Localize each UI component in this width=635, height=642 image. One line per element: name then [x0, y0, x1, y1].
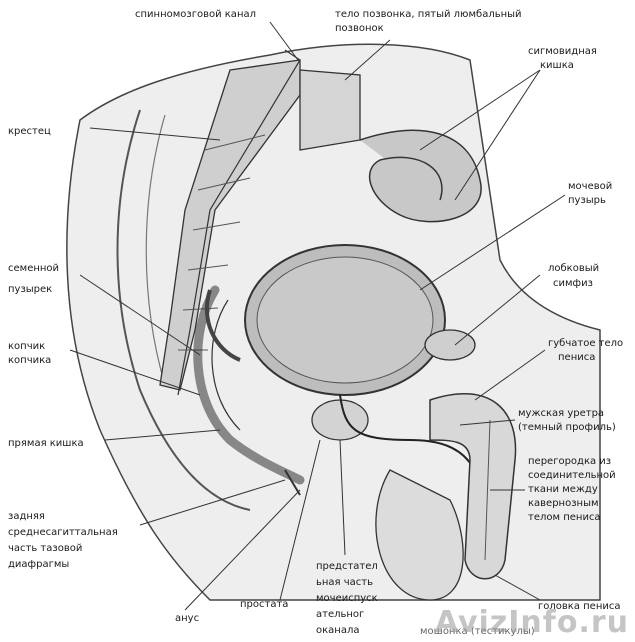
bladder-inner	[257, 257, 433, 383]
watermark: AvizInfo.ru	[435, 605, 629, 640]
label-diaphragm-line-1: задняя	[8, 510, 45, 523]
label-septum-line-4: кавернозным	[528, 497, 599, 510]
label-coccyx-line-1: копчик	[8, 340, 45, 353]
label-septum-line-3: ткани между	[528, 483, 598, 496]
vertebra-body	[300, 70, 360, 150]
label-bladder-line-1: мочевой	[568, 180, 612, 193]
label-sigmoid-line-2: кишка	[540, 59, 574, 72]
label-diaphragm-line-2: среднесагиттальная	[8, 526, 118, 539]
label-prostatic-line-4: ательног	[316, 608, 364, 621]
label-prostatic-line-3: мочеиспуск	[316, 592, 378, 605]
label-spinal-canal: спинномозговой канал	[135, 8, 256, 21]
label-sacrum: крестец	[8, 125, 51, 138]
label-spongy-line-2: пениса	[558, 351, 595, 364]
label-prostate: простата	[240, 598, 288, 611]
label-prostatic-line-5: оканала	[316, 624, 359, 637]
prostate	[312, 400, 368, 440]
label-diaphragm-line-4: диафрагмы	[8, 558, 69, 571]
label-spongy-line-1: губчатое тело	[548, 337, 623, 350]
label-sigmoid-line-1: сигмовидная	[528, 45, 597, 58]
label-rectum: прямая кишка	[8, 437, 84, 450]
label-urethra-line-2: (темный профиль)	[518, 421, 616, 434]
label-seminal-line-1: семенной	[8, 262, 59, 275]
label-anus: анус	[175, 612, 199, 625]
label-pubic-line-1: лобковый	[548, 262, 599, 275]
label-septum-line-5: телом пениса	[528, 511, 601, 524]
label-vertebra-line-1: тело позвонка, пятый люмбальный	[335, 8, 522, 21]
label-septum-line-1: перегородка из	[528, 455, 611, 468]
label-prostatic-line-2: ьная часть	[316, 576, 373, 589]
label-pubic-line-2: симфиз	[553, 277, 593, 290]
label-seminal-line-2: пузырек	[8, 283, 52, 296]
label-coccyx-line-2: копчика	[8, 354, 51, 367]
label-bladder-line-2: пузырь	[568, 194, 606, 207]
label-vertebra-line-2: позвонок	[335, 22, 384, 35]
label-urethra-line-1: мужская уретра	[518, 407, 604, 420]
label-prostatic-line-1: предстател	[316, 560, 378, 573]
label-septum-line-2: соединительной	[528, 469, 616, 482]
label-diaphragm-line-3: часть тазовой	[8, 542, 82, 555]
